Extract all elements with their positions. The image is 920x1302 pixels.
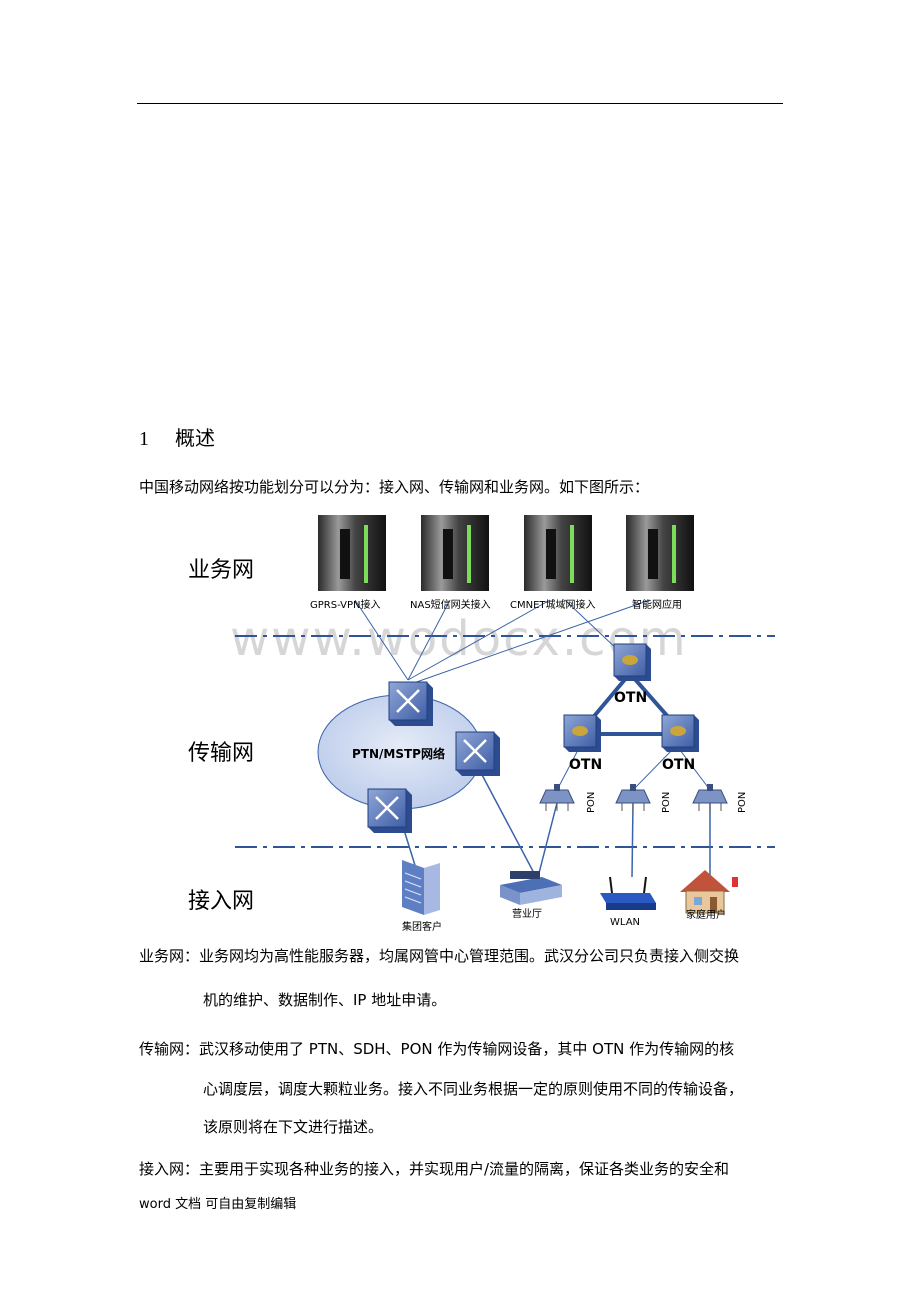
section-number: 1: [139, 428, 149, 450]
watermark: www.wodocx.com: [230, 611, 688, 667]
section-title: 概述: [175, 426, 215, 450]
server-label-intelligent: 智能网应用: [632, 598, 682, 611]
paragraph-line: 该原则将在下文进行描述。: [203, 1118, 384, 1136]
layer-label-access: 接入网: [188, 889, 254, 914]
server-label-gprs: GPRS-VPN接入: [310, 598, 380, 611]
ptn-cloud-label: PTN/MSTP网络: [352, 746, 445, 761]
business-hall-icon: [500, 871, 562, 905]
server-links: [354, 599, 651, 686]
endpoint-label-business-hall: 营业厅: [512, 907, 542, 920]
otn-node-right: [661, 714, 699, 752]
pon-splitter-1: [539, 784, 575, 811]
paragraph-line: 业务网：业务网均为高性能服务器，均属网管中心管理范围。武汉分公司只负责接入侧交换: [139, 947, 740, 965]
enterprise-building-icon: [402, 860, 440, 915]
endpoint-label-wlan: WLAN: [610, 917, 640, 928]
otn-label-top: OTN: [614, 690, 647, 706]
otn-node-top: [613, 643, 651, 681]
otn-label-left: OTN: [569, 757, 602, 773]
server-intelligent-network: [626, 515, 694, 591]
otn-to-pon-links: [556, 749, 711, 791]
server-gprs-vpn: [318, 515, 386, 591]
paragraph-line: 接入网：主要用于实现各种业务的接入，并实现用户/流量的隔离，保证各类业务的安全和: [139, 1160, 730, 1178]
network-diagram: www.wodocx.com 业务网 传输网 接入网 GPRS-VPN接入 NA…: [188, 515, 775, 933]
pon-label-3: PON: [737, 792, 748, 813]
section-heading: 1 概述: [139, 422, 215, 451]
paragraph-line: 机的维护、数据制作、IP 地址申请。: [203, 991, 447, 1009]
endpoint-label-home: 家庭用户: [686, 908, 726, 921]
pon-splitter-2: [615, 784, 651, 811]
server-label-nas: NAS短信网关接入: [410, 598, 491, 611]
pon-splitter-3: [692, 784, 728, 811]
pon-label-1: PON: [586, 792, 597, 813]
otn-node-left: [563, 714, 601, 752]
header-rule: [137, 103, 783, 104]
paragraph-line: 传输网：武汉移动使用了 PTN、SDH、PON 作为传输网设备，其中 OTN 作…: [139, 1040, 735, 1058]
server-label-cmnet: CMNET城域网接入: [510, 598, 596, 611]
server-cmnet: [524, 515, 592, 591]
footer-note: word 文档 可自由复制编辑: [139, 1197, 297, 1212]
otn-label-right: OTN: [662, 757, 695, 773]
home-icon: [680, 870, 738, 914]
wlan-router-icon: [600, 876, 656, 910]
endpoint-label-enterprise: 集团客户: [402, 920, 442, 933]
ptn-switch-bottom: [367, 788, 412, 833]
server-nas: [421, 515, 489, 591]
intro-paragraph: 中国移动网络按功能划分可以分为：接入网、传输网和业务网。如下图所示：: [139, 478, 650, 496]
layer-label-transport: 传输网: [188, 741, 254, 766]
paragraph-line: 心调度层，调度大颗粒业务。接入不同业务根据一定的原则使用不同的传输设备，: [203, 1080, 744, 1098]
layer-label-service: 业务网: [188, 558, 254, 583]
ptn-switch-top: [388, 681, 433, 726]
ptn-switch-right: [455, 731, 500, 776]
pon-label-2: PON: [661, 792, 672, 813]
